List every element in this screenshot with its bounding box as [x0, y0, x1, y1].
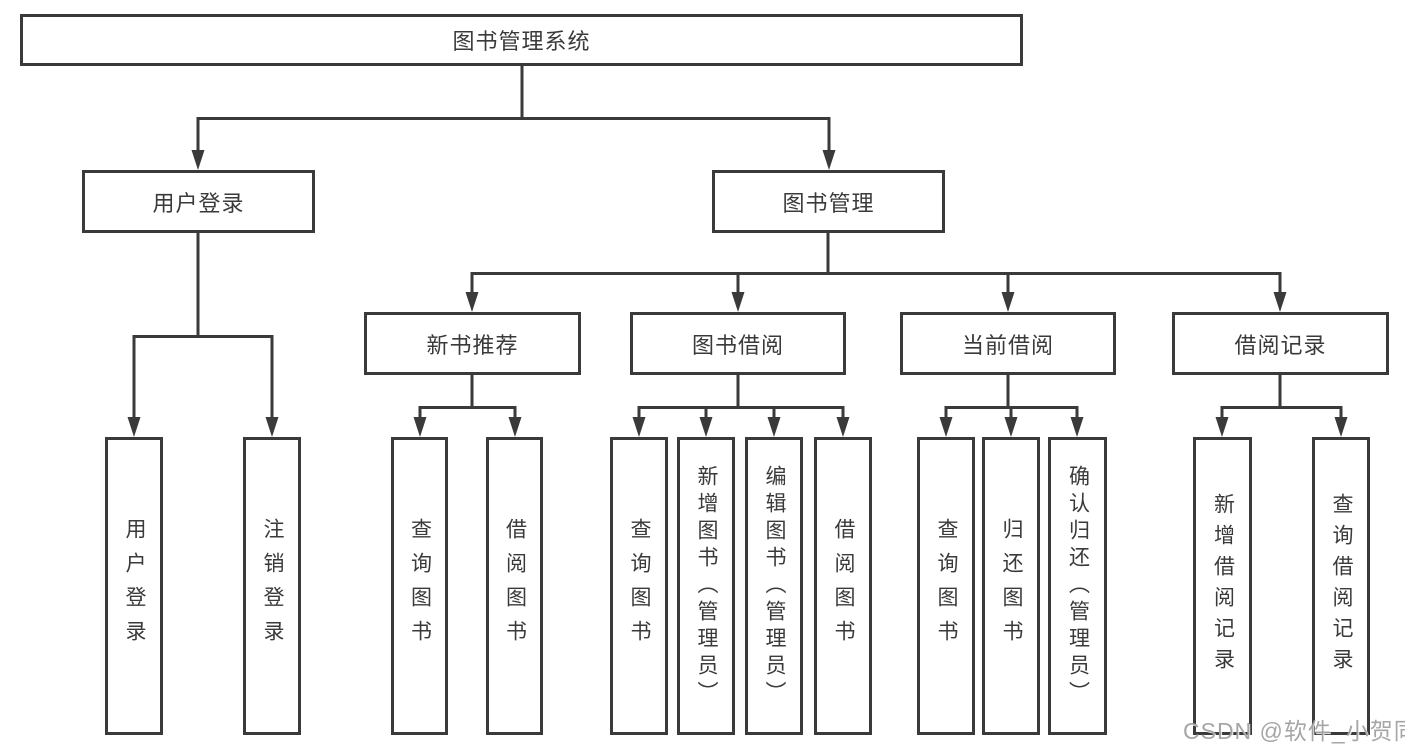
node-book-borrow: 图书借阅 — [630, 312, 846, 375]
node-user-login: 用户登录 — [82, 170, 315, 233]
node-borrow-records: 借阅记录 — [1172, 312, 1389, 375]
leaf-add-book-admin: 新增图书（管理员） — [677, 437, 735, 735]
leaf-query-books-recommend: 查询图书 — [391, 437, 448, 735]
leaf-query-books-borrow: 查询图书 — [610, 437, 668, 735]
node-current-borrow: 当前借阅 — [900, 312, 1116, 375]
leaf-user-login: 用户登录 — [105, 437, 163, 735]
node-new-book-recommend: 新书推荐 — [364, 312, 581, 375]
leaf-edit-book-admin: 编辑图书（管理员） — [745, 437, 803, 735]
node-root-library-system: 图书管理系统 — [20, 14, 1023, 66]
leaf-return-book: 归还图书 — [982, 437, 1040, 735]
leaf-borrow-books: 借阅图书 — [814, 437, 872, 735]
node-book-management: 图书管理 — [712, 170, 945, 233]
leaf-confirm-return-admin: 确认归还（管理员） — [1048, 437, 1107, 735]
leaf-query-books-current: 查询图书 — [917, 437, 975, 735]
leaf-query-borrow-record: 查询借阅记录 — [1312, 437, 1370, 735]
leaf-logout: 注销登录 — [243, 437, 301, 735]
leaf-borrow-books-recommend: 借阅图书 — [486, 437, 543, 735]
csdn-watermark: CSDN @软件_小贺同学 — [1183, 718, 1405, 744]
leaf-add-borrow-record: 新增借阅记录 — [1193, 437, 1252, 735]
